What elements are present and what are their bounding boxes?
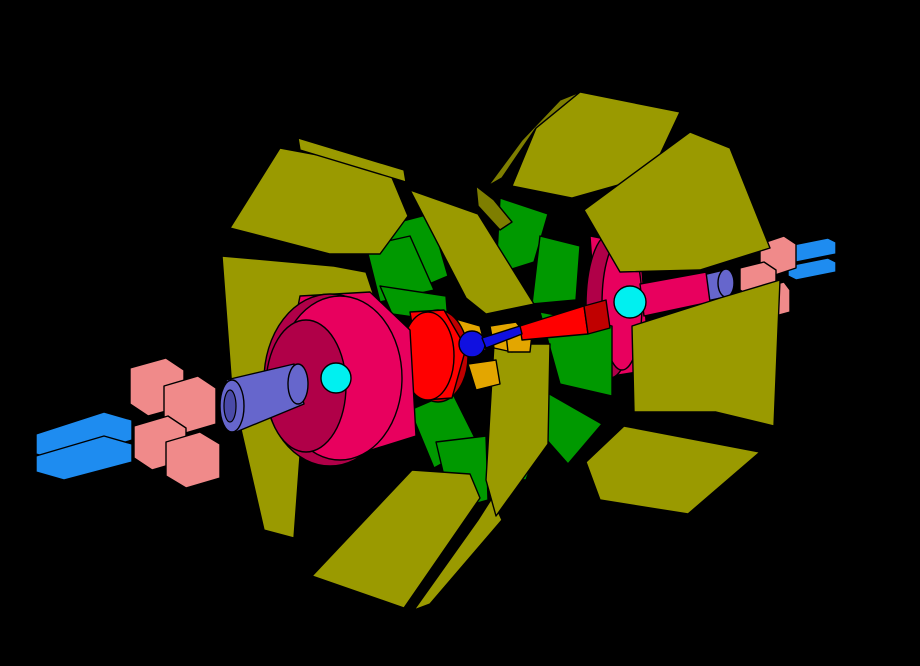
right-azure-end-blocks [787, 237, 837, 281]
left-slate-beam-pipe [219, 363, 309, 433]
central-olive-plates [409, 185, 551, 517]
right-olive-panels [487, 91, 781, 515]
azure-block [35, 435, 133, 481]
central-red-cylinder [401, 309, 469, 403]
red-cone-right [519, 299, 611, 341]
azure-block [787, 257, 837, 281]
salmon-block [165, 431, 221, 489]
left-azure-end-blocks [35, 411, 133, 481]
core-blue-disk [458, 330, 486, 358]
cyan-beampipe-cap-right [613, 285, 647, 319]
left-salmon-blocks [129, 357, 221, 489]
inner-green-sectors [365, 197, 613, 511]
core-blue-spike [481, 325, 523, 349]
cyan-beampipe-cap-left [320, 362, 352, 394]
